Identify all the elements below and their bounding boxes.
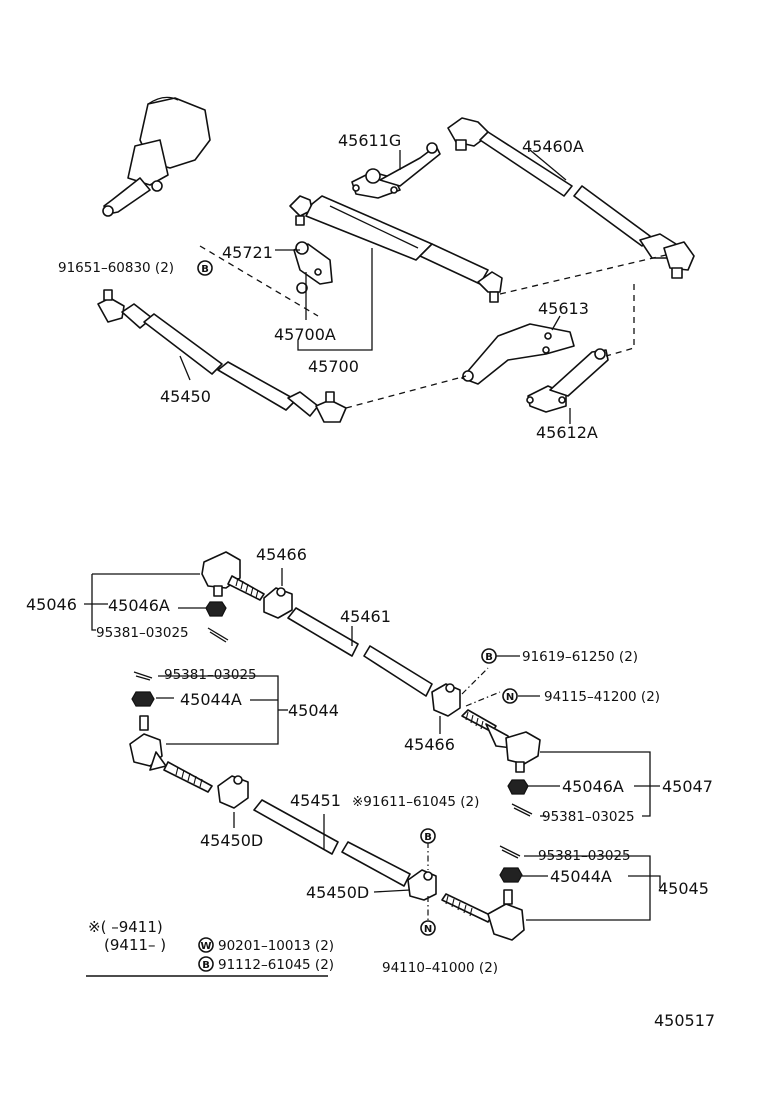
label-45046: 45046 (26, 595, 77, 614)
label-45047: 45047 (662, 777, 713, 796)
cotter-pin-95381-c (511, 803, 533, 817)
label-45460a: 45460A (522, 137, 584, 156)
idler-arm-45611g (351, 142, 441, 199)
nut-45044a-right (499, 867, 523, 883)
circle-mark-b-91651: B (201, 264, 209, 275)
relay-rod-45460a (447, 117, 695, 279)
circle-mark-w: W (200, 941, 211, 952)
circle-mark-b-91619: B (485, 652, 493, 663)
tie-rod-tube-45451 (253, 799, 411, 887)
circle-mark-b-91611: B (424, 832, 432, 843)
label-45700: 45700 (308, 357, 359, 376)
nut-45046a-right (507, 779, 529, 795)
label-45461: 45461 (340, 607, 391, 626)
tie-rod-end-45045 (441, 889, 525, 941)
footnote-line2: (9411– ) (104, 936, 166, 954)
cotter-pin-95381-b (133, 671, 153, 681)
cotter-pin-95381-a (207, 627, 229, 643)
drag-link-45450 (97, 289, 347, 423)
circle-mark-n-94115: N (506, 692, 514, 703)
circle-mark-n-94110: N (424, 924, 432, 935)
label-45466-top: 45466 (256, 545, 307, 564)
clamp-45450d-left (217, 775, 249, 809)
nut-45044a-left (131, 691, 155, 707)
upper-assembly: 45611G 45460A 45721 91651–60830 (2) B 45… (58, 96, 695, 442)
label-45044a-left: 45044A (180, 690, 242, 709)
label-45466-mid: 45466 (404, 735, 455, 754)
clamp-45466-top (263, 587, 293, 619)
label-94115-41200: 94115–41200 (2) (544, 689, 660, 705)
steering-damper-45700 (289, 195, 503, 303)
label-45044: 45044 (288, 701, 339, 720)
label-91619-61250: 91619–61250 (2) (522, 649, 638, 665)
tie-rod-end-45046 (201, 551, 265, 601)
gear-box-pitman-arm (102, 96, 211, 217)
circle-mark-b-footnote: B (202, 960, 210, 971)
tie-rod-tube-45461 (287, 607, 433, 697)
label-45611g: 45611G (338, 131, 401, 150)
label-45044a-right: 45044A (550, 867, 612, 886)
label-94110-41000: 94110–41000 (2) (382, 960, 498, 976)
lower-assembly: B N B N 45466 45046 45046A 953 (26, 545, 713, 976)
footnote-part-91112: 91112–61045 (2) (218, 957, 334, 973)
cotter-pin-95381-d (499, 845, 521, 859)
label-95381-03025-c: 95381–03025 (542, 809, 635, 825)
footnote: ※( –9411) (9411– ) W 90201–10013 (2) B 9… (86, 918, 334, 977)
label-45612a: 45612A (536, 423, 598, 442)
label-91611-61045: ※91611–61045 (2) (352, 794, 479, 810)
diagram-number: 450517 (654, 1011, 715, 1030)
label-45700a: 45700A (274, 325, 336, 344)
label-45450: 45450 (160, 387, 211, 406)
label-95381-03025-a: 95381–03025 (96, 625, 189, 641)
label-91651-60830: 91651–60830 (2) (58, 260, 174, 276)
footnote-part-90201: 90201–10013 (2) (218, 938, 334, 954)
label-45721: 45721 (222, 243, 273, 262)
label-45450d-mid: 45450D (306, 883, 369, 902)
label-95381-03025-d: 95381–03025 (538, 848, 631, 864)
tie-rod-end-45047 (461, 709, 541, 773)
knuckle-arm-45613 (461, 323, 575, 385)
label-45451: 45451 (290, 791, 341, 810)
label-45046a-right: 45046A (562, 777, 624, 796)
tie-rod-end-45044 (129, 715, 213, 793)
label-45450d-left: 45450D (200, 831, 263, 850)
label-95381-03025-b: 95381–03025 (164, 667, 257, 683)
damper-bracket-45721 (293, 241, 333, 294)
nut-45046a-left (205, 601, 227, 617)
clamp-45450d-mid (407, 869, 437, 901)
footnote-line1: ※( –9411) (88, 918, 163, 936)
label-45613: 45613 (538, 299, 589, 318)
clamp-45466-mid (431, 683, 461, 717)
knuckle-arm-45612a (526, 348, 609, 413)
label-45046a-left: 45046A (108, 596, 170, 615)
label-45045: 45045 (658, 879, 709, 898)
